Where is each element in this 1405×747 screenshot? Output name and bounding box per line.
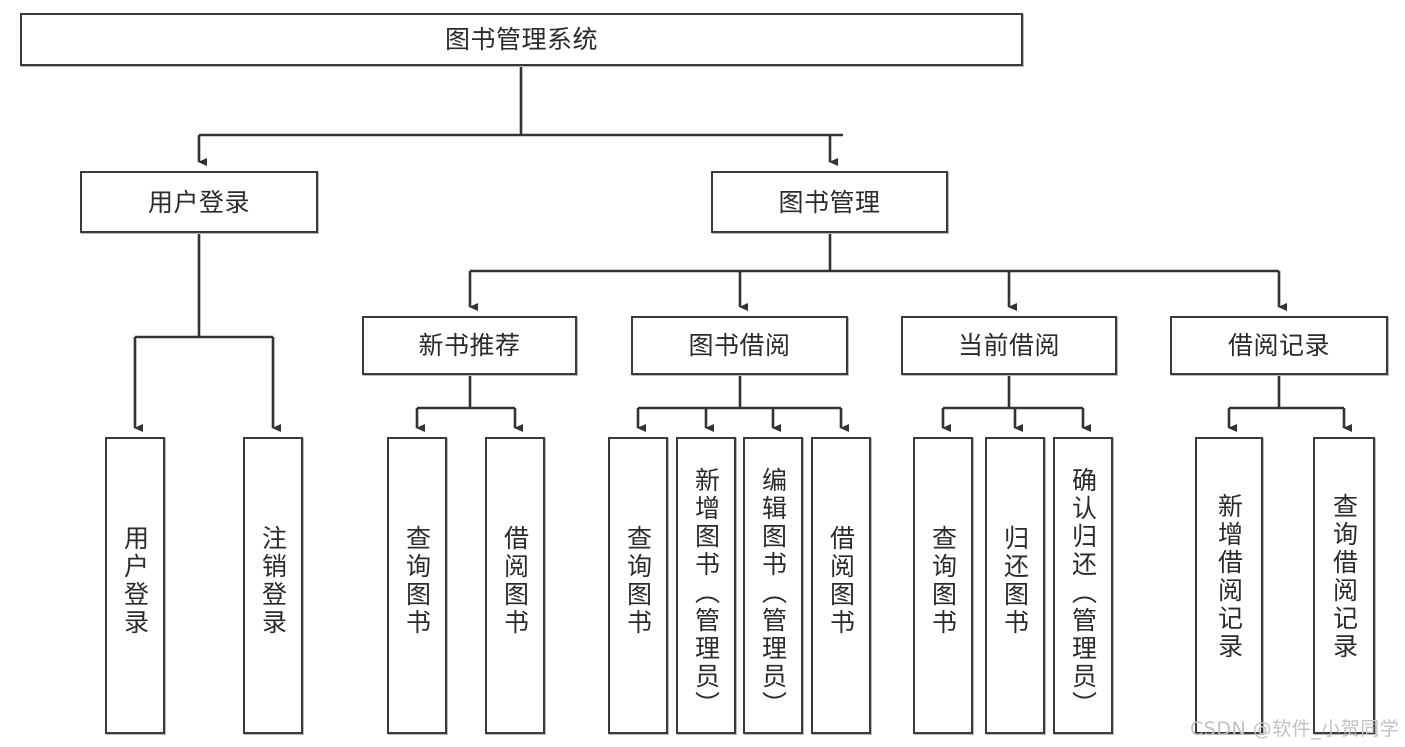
node-borrow-record[interactable]: 借阅记录 [1170, 316, 1388, 375]
node-book-manage[interactable]: 图书管理 [711, 171, 948, 233]
node-leaf-query-book-2[interactable]: 查询图书 [608, 437, 668, 734]
node-leaf-add-record-label: 新增借阅记录 [1214, 493, 1244, 661]
node-leaf-return-book[interactable]: 归还图书 [985, 437, 1045, 734]
node-new-book-rec[interactable]: 新书推荐 [362, 316, 577, 375]
node-leaf-query-record-label: 查询借阅记录 [1329, 493, 1359, 661]
node-leaf-add-record[interactable]: 新增借阅记录 [1195, 437, 1263, 734]
node-current-borrow-label: 当前借阅 [957, 331, 1060, 360]
node-leaf-confirm-return[interactable]: 确认归还（管理员） [1053, 437, 1113, 734]
node-book-borrow-label: 图书借阅 [688, 331, 791, 360]
node-leaf-borrow-book-2-label: 借阅图书 [826, 525, 856, 637]
node-leaf-logout[interactable]: 注销登录 [243, 437, 303, 734]
node-leaf-query-book-1-label: 查询图书 [402, 525, 432, 637]
node-book-manage-label: 图书管理 [778, 187, 881, 217]
watermark-text: CSDN @软件_小贺同学 [1190, 718, 1400, 740]
node-leaf-query-record[interactable]: 查询借阅记录 [1313, 437, 1375, 734]
node-root-label: 图书管理系统 [444, 25, 598, 54]
node-leaf-query-book-2-label: 查询图书 [623, 525, 653, 637]
node-leaf-logout-label: 注销登录 [258, 525, 288, 637]
node-leaf-return-book-label: 归还图书 [1000, 525, 1030, 637]
node-leaf-add-book[interactable]: 新增图书（管理员） [676, 437, 736, 734]
node-leaf-add-book-label: 新增图书（管理员） [691, 467, 721, 719]
node-current-borrow[interactable]: 当前借阅 [901, 316, 1117, 375]
node-user-login[interactable]: 用户登录 [80, 171, 318, 233]
node-leaf-user-login[interactable]: 用户登录 [105, 437, 165, 734]
node-book-borrow[interactable]: 图书借阅 [631, 316, 848, 375]
node-leaf-edit-book-label: 编辑图书（管理员） [758, 467, 788, 719]
node-leaf-user-login-label: 用户登录 [120, 525, 150, 637]
node-leaf-borrow-book-1-label: 借阅图书 [500, 525, 530, 637]
node-root[interactable]: 图书管理系统 [20, 13, 1023, 66]
node-leaf-edit-book[interactable]: 编辑图书（管理员） [743, 437, 803, 734]
node-leaf-borrow-book-2[interactable]: 借阅图书 [811, 437, 871, 734]
node-leaf-query-book-3-label: 查询图书 [928, 525, 958, 637]
node-leaf-borrow-book-1[interactable]: 借阅图书 [485, 437, 545, 734]
node-new-book-rec-label: 新书推荐 [418, 331, 521, 360]
node-borrow-record-label: 借阅记录 [1227, 331, 1330, 360]
node-leaf-confirm-return-label: 确认归还（管理员） [1068, 467, 1098, 719]
node-leaf-query-book-1[interactable]: 查询图书 [387, 437, 447, 734]
node-leaf-query-book-3[interactable]: 查询图书 [913, 437, 973, 734]
node-user-login-label: 用户登录 [147, 187, 250, 217]
